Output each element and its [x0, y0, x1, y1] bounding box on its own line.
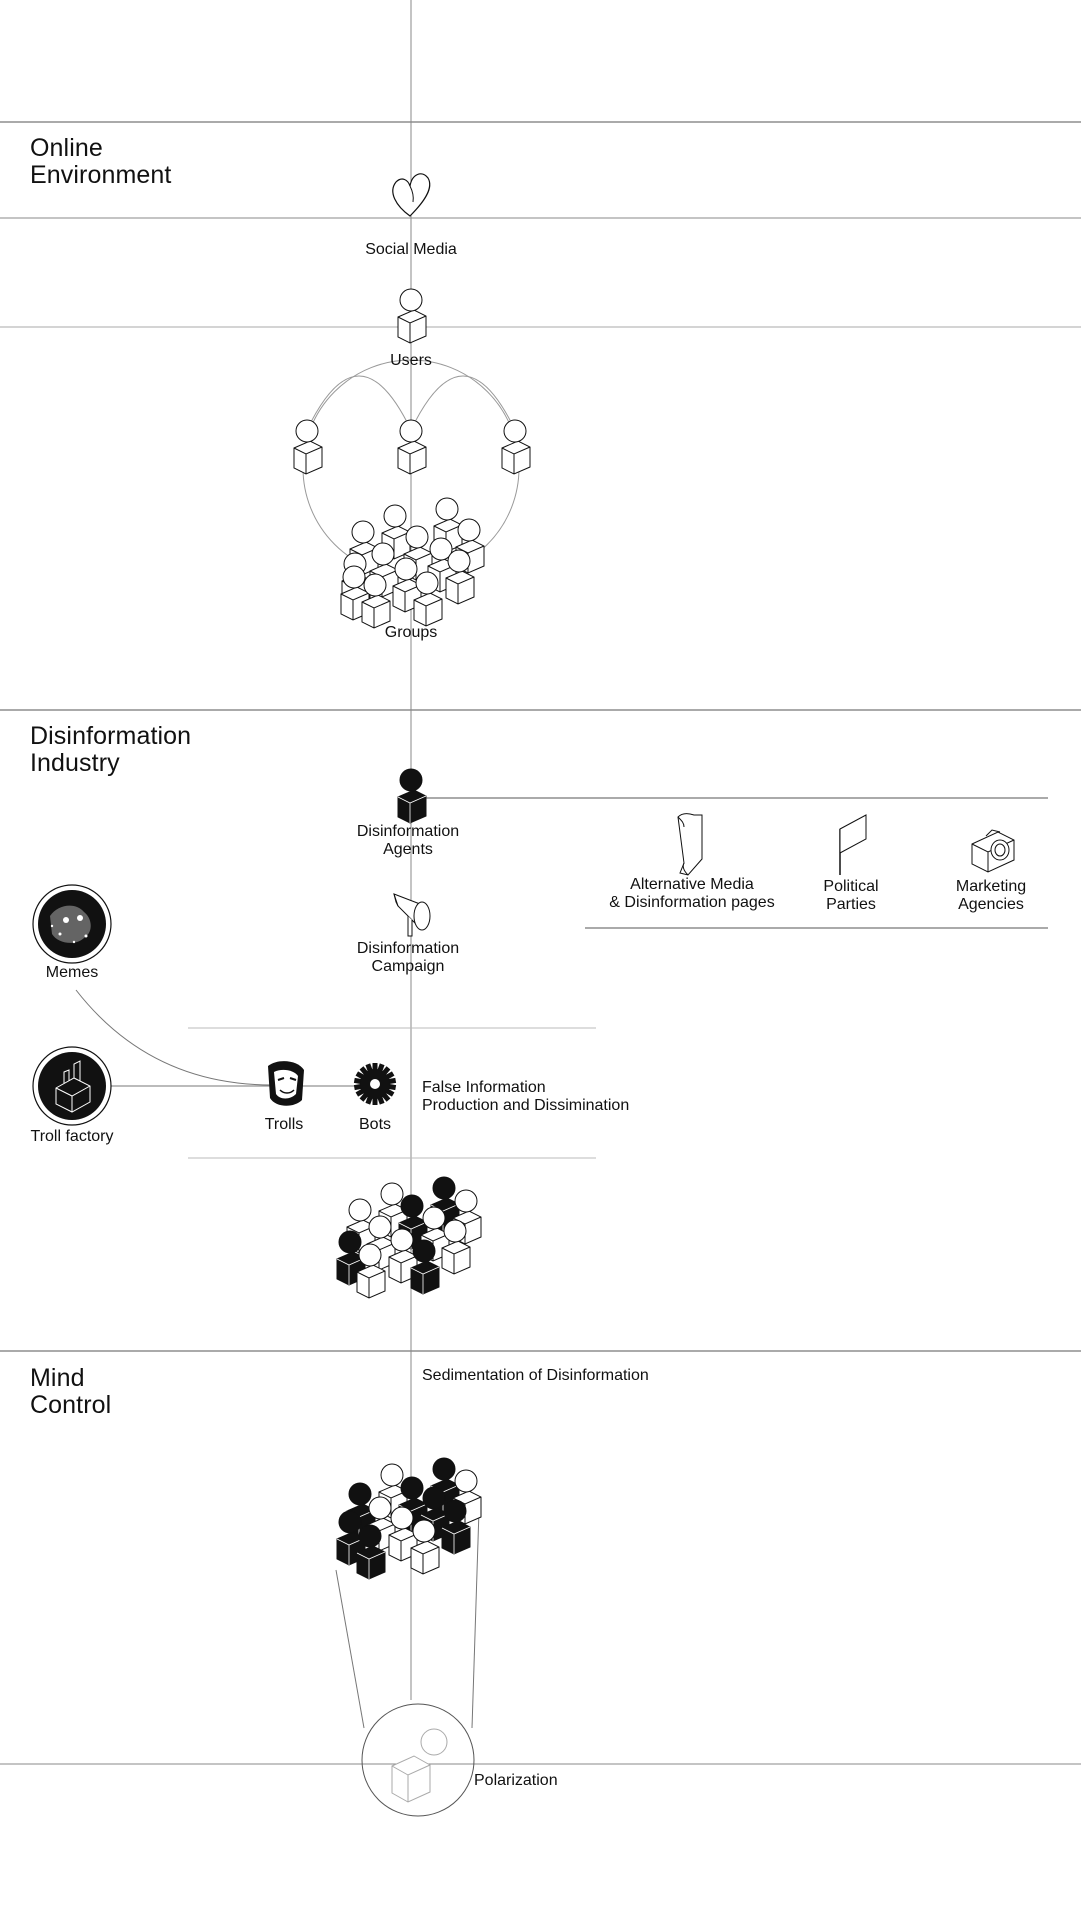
label-groups: Groups — [384, 624, 438, 641]
funnel-left — [335, 1569, 365, 1729]
label-bots: Bots — [358, 1116, 392, 1133]
polarized-person-icon — [391, 1728, 448, 1803]
polarized-crowd-icon — [336, 1457, 482, 1580]
label-political-parties: Political Parties — [823, 878, 878, 914]
label-alt-media-line1: Alternative Media — [630, 876, 754, 893]
label-agents-line1: Disinformation — [356, 823, 460, 840]
label-alt-media: Alternative Media & Disinformation pages — [609, 876, 774, 912]
label-users: Users — [390, 352, 432, 369]
gear-tooth — [372, 1097, 378, 1105]
users-arc-left — [306, 375, 412, 431]
scroll-icon — [677, 813, 703, 876]
heart-icon — [392, 173, 431, 217]
flag-icon — [839, 814, 867, 875]
label-marketing-agencies: Marketing Agencies — [956, 878, 1026, 914]
label-memes: Memes — [45, 964, 99, 981]
label-marketing-line1: Marketing — [955, 878, 1027, 895]
user-right-icon — [501, 419, 531, 475]
factory-icon — [32, 1046, 112, 1126]
section-title-online-line2: Environment — [30, 161, 172, 189]
gear-icon — [353, 1063, 397, 1105]
users-arc-right — [410, 375, 516, 431]
label-sedimentation: Sedimentation of Disinformation — [422, 1367, 649, 1384]
troll-mask-icon — [268, 1061, 304, 1106]
label-campaign: Disinformation Campaign — [357, 940, 459, 976]
megaphone-icon — [393, 893, 431, 937]
gear-tooth — [372, 1063, 378, 1071]
label-false-info-line2: Production and Dissimination — [422, 1097, 630, 1114]
label-false-info-line1: False Information — [422, 1079, 546, 1096]
meme-icon — [32, 884, 112, 964]
label-political-line1: Political — [823, 878, 879, 895]
polarization-circle — [361, 1703, 475, 1817]
mixed-crowd-icon — [336, 1176, 482, 1299]
label-troll-factory: Troll factory — [30, 1128, 114, 1145]
funnel-right — [471, 1509, 480, 1729]
label-false-information: False Information Production and Dissimi… — [422, 1079, 629, 1115]
label-polarization: Polarization — [474, 1772, 558, 1789]
users-person-icon — [397, 288, 427, 344]
label-trolls: Trolls — [264, 1116, 304, 1133]
label-agents: Disinformation Agents — [357, 823, 459, 859]
section-title-industry-line2: Industry — [30, 749, 120, 777]
user-center-icon — [397, 419, 427, 475]
agent-icon — [397, 768, 427, 824]
label-campaign-line2: Campaign — [371, 958, 445, 975]
label-agents-line2: Agents — [383, 841, 433, 858]
label-political-line2: Parties — [826, 896, 876, 913]
label-marketing-line2: Agencies — [958, 896, 1024, 913]
memes-link — [75, 989, 273, 1086]
section-title-industry-line1: Disinformation — [30, 722, 192, 750]
label-alt-media-line2: & Disinformation pages — [609, 894, 775, 911]
section-title-mind-line1: Mind — [30, 1364, 85, 1392]
section-title-online-line1: Online — [30, 134, 103, 162]
section-title-online: Online Environment — [30, 135, 171, 189]
label-campaign-line1: Disinformation — [356, 940, 460, 957]
label-social-media: Social Media — [365, 241, 457, 258]
camera-icon — [971, 829, 1015, 873]
section-title-mind: Mind Control — [30, 1365, 111, 1419]
groups-crowd-icon — [340, 497, 485, 629]
section-title-mind-line2: Control — [30, 1391, 112, 1419]
section-title-industry: Disinformation Industry — [30, 723, 191, 777]
user-left-icon — [293, 419, 323, 475]
